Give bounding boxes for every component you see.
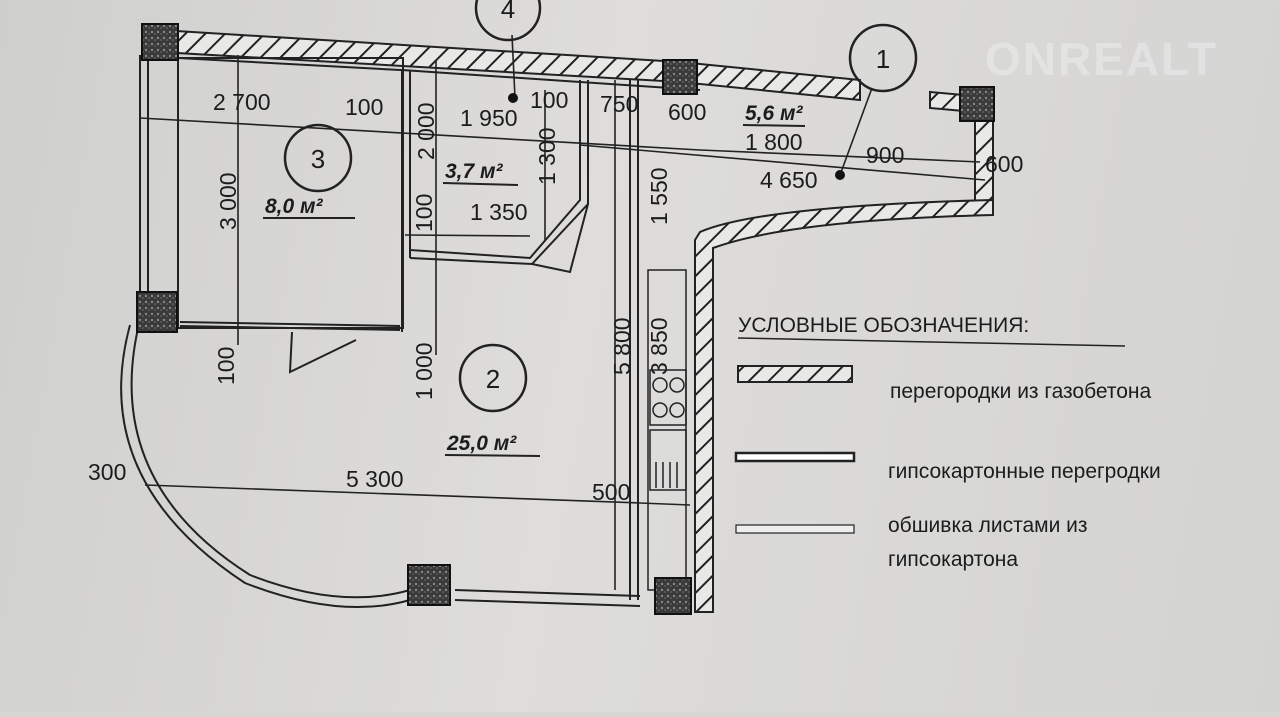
legend-item: гипсокартонные перегродки xyxy=(888,460,1161,483)
stove-icon xyxy=(649,369,687,426)
aerated-concrete-walls xyxy=(159,28,994,613)
partitions xyxy=(120,55,701,609)
dimensions-d100d: 100 xyxy=(213,347,239,385)
dimensions-d750: 750 xyxy=(600,91,638,117)
room-3-area: 8,0 м² xyxy=(265,195,324,218)
dimensions-d1550: 1 550 xyxy=(646,167,672,225)
dimensions-d1000: 1 000 xyxy=(411,342,437,400)
legend-swatch-drywall xyxy=(734,451,856,463)
legend-item: перегородки из газобетона xyxy=(890,380,1152,403)
legend-swatch-drywall-cladding xyxy=(735,524,855,534)
room-4-area: 3,7 м² xyxy=(445,160,504,183)
dimensions-d5300: 5 300 xyxy=(346,466,404,492)
rooms-r2-number: 2 xyxy=(486,364,500,394)
dimensions-d900: 900 xyxy=(866,142,904,168)
dimension-labels: 2 700 100 1 950 100 750 600 1 800 900 60… xyxy=(88,87,1023,505)
dimensions-d600b: 600 xyxy=(985,151,1023,177)
legend-swatch-aerated-concrete xyxy=(737,365,853,383)
sink-icon xyxy=(649,429,687,491)
dimensions-d300: 300 xyxy=(88,459,126,485)
legend-item: обшивка листами из xyxy=(888,514,1088,537)
dimensions-d3000: 3 000 xyxy=(215,172,241,230)
legend-item: гипсокартона xyxy=(888,548,1018,571)
dimensions-d100a: 100 xyxy=(345,94,383,120)
dimensions-d1350: 1 350 xyxy=(470,199,528,225)
dimensions-d100b: 100 xyxy=(530,87,568,113)
rooms-r4-number: 4 xyxy=(501,0,515,24)
dimensions-d500: 500 xyxy=(592,479,630,505)
room-1-marker: 1 xyxy=(848,23,918,93)
legend: УСЛОВНЫЕ ОБОЗНАЧЕНИЯ: перегородки из газ… xyxy=(734,314,1161,571)
legend-title: УСЛОВНЫЕ ОБОЗНАЧЕНИЯ: xyxy=(738,314,1029,337)
watermark: ONREALT xyxy=(985,33,1218,85)
room-areas: 8,0 м² 3,7 м² 25,0 м² 5,6 м² xyxy=(263,102,806,457)
room-4-marker: 4 xyxy=(474,0,542,42)
room-markers: 1 2 3 4 xyxy=(283,0,918,413)
dimension-lines xyxy=(139,34,986,590)
dimensions-d2700: 2 700 xyxy=(213,89,271,115)
room-1-area: 5,6 м² xyxy=(745,102,804,125)
dimensions-d600a: 600 xyxy=(668,99,706,125)
rooms-r1-number: 1 xyxy=(876,44,890,74)
concrete-columns xyxy=(136,23,995,615)
dimensions-d1800: 1 800 xyxy=(745,129,803,155)
dimensions-d1950: 1 950 xyxy=(460,105,518,131)
dimensions-d1300: 1 300 xyxy=(534,127,560,185)
dimensions-d5800: 5 800 xyxy=(609,317,635,375)
room-2-marker: 2 xyxy=(458,343,528,413)
rooms-r3-number: 3 xyxy=(311,144,325,174)
dimensions-d4650: 4 650 xyxy=(760,167,818,193)
dimensions-d100c: 100 xyxy=(411,194,437,232)
room-3-marker: 3 xyxy=(283,123,353,193)
room-2-area: 25,0 м² xyxy=(446,432,517,455)
dimensions-d2000: 2 000 xyxy=(413,102,439,160)
dimensions-d3850: 3 850 xyxy=(646,317,672,375)
